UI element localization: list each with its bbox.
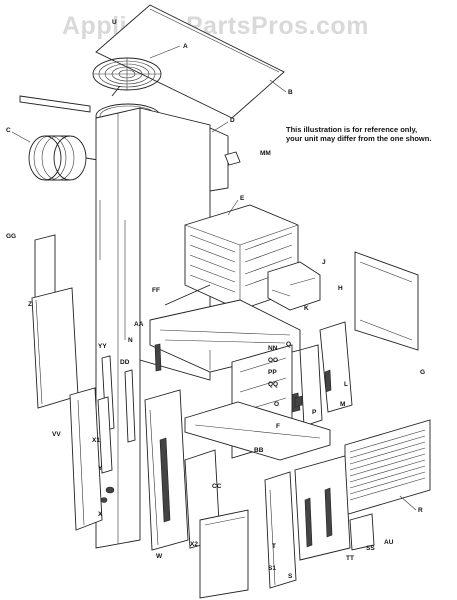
callout-c: C [6,127,11,134]
callout-k: K [304,305,309,312]
callout-tt: TT [346,555,354,562]
callout-labels: U A B C D MM E GG J FF H K Z AA N YY DD … [6,19,425,580]
part-front-lower-column [144,389,189,551]
part-fan-motor [28,135,99,181]
part-top-rail [19,95,91,113]
callout-bb: BB [254,447,264,454]
callout-g: G [420,369,425,376]
part-top-cover [95,4,285,119]
part-mm-bracket [224,151,241,166]
callout-mm: MM [260,150,271,157]
callout-b: B [288,89,293,96]
part-fan-grille [92,57,162,97]
callout-f: F [276,423,280,430]
callout-qq: QQ [268,381,278,388]
callout-e: E [240,195,245,202]
callout-u: U [112,19,117,26]
reference-note-line-2: your unit may differ from the one shown. [286,134,432,143]
callout-d: D [230,117,235,124]
part-front-grille [344,419,431,516]
callout-y: Y [98,465,103,472]
callout-au: AU [384,539,394,546]
callout-o: O [274,401,279,408]
callout-pp: PP [268,369,277,376]
callout-aa: AA [134,321,144,328]
callout-l: L [344,381,348,388]
part-control-bracket [267,261,321,311]
part-left-divider [97,396,115,503]
callout-p: P [312,409,317,416]
callout-n: N [128,337,133,344]
part-front-bottom-panels [264,455,375,589]
reference-note: This illustration is for reference only,… [286,125,431,143]
part-right-brackets [289,321,353,427]
callout-dd: DD [120,359,130,366]
callout-x1: X1 [92,437,100,444]
callout-z: Z [28,301,32,308]
part-middle-floor [184,401,331,461]
callout-a: A [183,43,188,50]
callout-ss: SS [366,545,375,552]
callout-yy: YY [98,343,107,350]
callout-s1: S1 [268,565,276,572]
callout-j: J [322,259,326,266]
callout-w: W [156,553,163,560]
callout-x2: X2 [190,541,198,548]
callout-oo: OO [268,357,278,364]
callout-s: S [288,573,293,580]
callout-vv: VV [52,431,61,438]
callout-x: X [98,511,103,518]
part-right-panel-g [354,251,419,351]
reference-note-line-1: This illustration is for reference only, [286,125,418,134]
callout-q: Q [286,341,291,348]
part-side-panel-z [31,287,79,409]
callout-h: H [338,285,343,292]
callout-gg: GG [6,233,16,240]
callout-t: T [272,543,276,550]
part-front-left-panel [69,387,103,531]
callout-cc: CC [212,483,222,490]
watermark: AppliancePartsPros.com [62,12,369,40]
part-front-lower-parts [184,449,249,599]
callout-ff: FF [152,287,160,294]
callout-m: M [340,401,345,408]
callout-r: R [418,507,423,514]
part-ff-rod [164,284,211,306]
callout-nn: NN [268,345,278,352]
